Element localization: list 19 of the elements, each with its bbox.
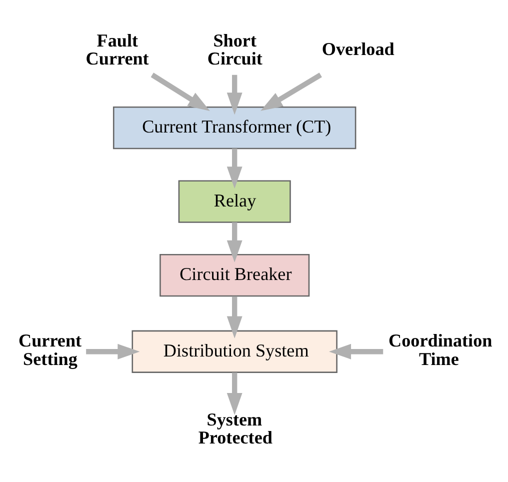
- node-text: Overload: [322, 38, 394, 59]
- arrow: [150, 72, 210, 112]
- node-box: Circuit Breaker: [160, 254, 310, 297]
- arrow: [226, 372, 242, 416]
- arrow: [226, 74, 242, 115]
- arrow: [226, 296, 242, 338]
- arrow: [226, 222, 242, 262]
- node-box: Relay: [178, 180, 291, 223]
- arrow: [86, 344, 140, 360]
- node-box: Current Transformer (CT): [112, 106, 356, 150]
- node-text: Coordination Time: [388, 330, 492, 369]
- arrow: [328, 344, 384, 360]
- arrow: [226, 148, 242, 189]
- node-text: Current Setting: [18, 330, 82, 369]
- arrow: [260, 72, 322, 111]
- node-text: Short Circuit: [207, 30, 262, 69]
- node-text: Fault Current: [86, 30, 149, 69]
- node-text: System Protected: [198, 410, 272, 448]
- node-box: Distribution System: [132, 330, 338, 373]
